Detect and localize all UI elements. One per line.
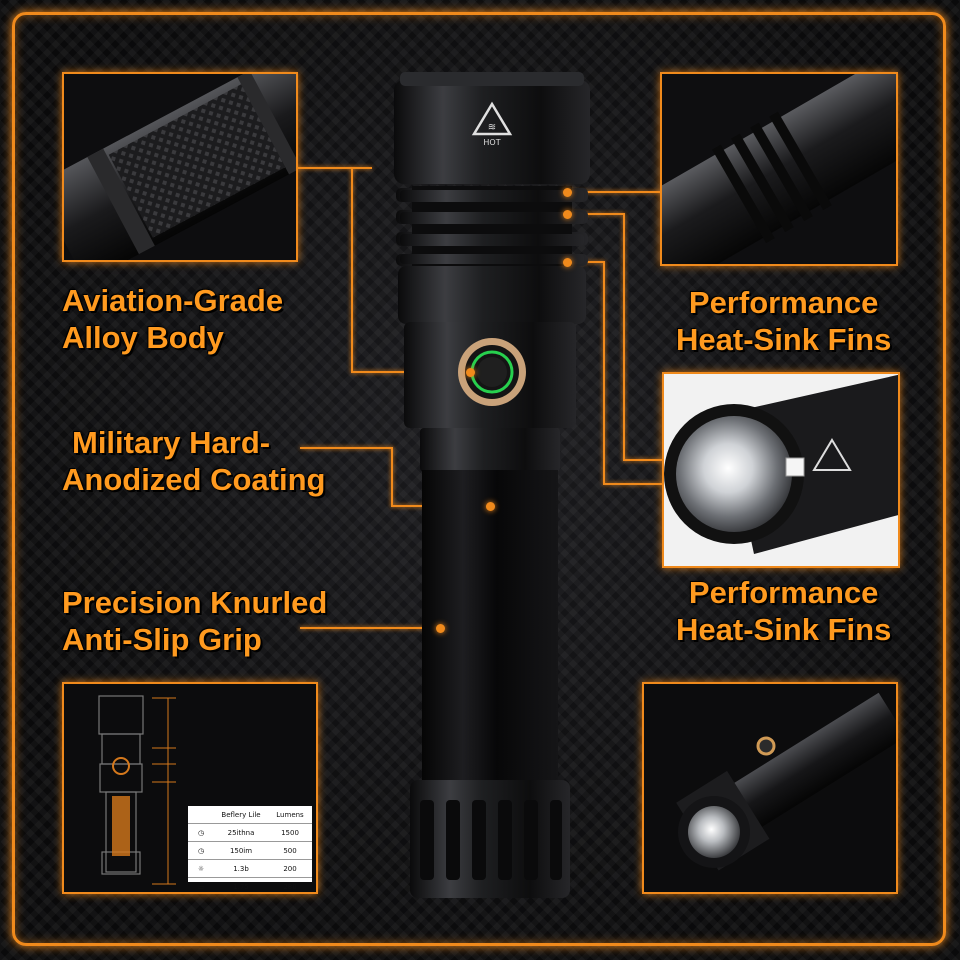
callout-dot-fins-3	[563, 258, 572, 267]
callout-dot-coating	[486, 502, 495, 511]
label-performance-bottom: Performance Heat-Sink Fins	[676, 574, 891, 648]
clock-icon: ◷	[197, 846, 205, 855]
clock-icon: ◷	[197, 828, 205, 837]
spec-table-row: ◷ 150im 500	[188, 841, 312, 859]
dimension-diagram	[98, 695, 176, 885]
spec-table-content: Beflery Lile Lumens ◷ 25ithna 1500 ◷ 150…	[188, 806, 312, 895]
label-precision-line1: Precision Knurled	[62, 585, 328, 620]
callout-dot-fins-2	[563, 210, 572, 219]
label-precision-grip: Precision Knurled Anti-Slip Grip	[62, 584, 327, 658]
spec-life-value: 1.75	[233, 882, 249, 891]
detail-panel-knurled-body	[62, 72, 298, 262]
spec-header-lumens: Lumens	[276, 810, 304, 819]
detail-panel-spec-diagram	[62, 682, 318, 894]
label-precision-line2: Anti-Slip Grip	[62, 622, 262, 657]
detail-panel-lens-head	[662, 372, 900, 568]
hot-warning-text: HOT	[483, 138, 501, 147]
detail-panel-angled-view	[642, 682, 898, 894]
angled-flashlight-image	[676, 692, 896, 871]
heat-sink-image	[662, 74, 896, 264]
label-aviation-line2: Alloy Body	[62, 320, 224, 355]
spec-table-row: ▭ 1.75 280	[188, 877, 312, 895]
spec-lumens-value: 280	[283, 882, 297, 891]
callout-dot-fins-1	[563, 188, 572, 197]
detail-panel-heat-sink	[660, 72, 898, 266]
callout-line-fins-mid	[568, 213, 664, 461]
lens-head-image	[664, 374, 898, 566]
svg-text:≋: ≋	[488, 122, 496, 133]
battery-icon: ▭	[197, 882, 205, 891]
spec-table	[188, 806, 312, 882]
label-aviation-line1: Aviation-Grade	[62, 283, 284, 318]
spec-life-value: 150im	[229, 846, 253, 855]
callout-dot-switch	[466, 368, 475, 377]
spec-header-life: Beflery Lile	[221, 810, 261, 819]
spec-life-value: 25ithna	[227, 828, 255, 837]
label-performance-top-line2: Heat-Sink Fins	[676, 322, 892, 357]
brightness-icon: ☼	[197, 864, 205, 873]
label-performance-bottom-line1: Performance	[688, 575, 879, 610]
knurled-body-image	[64, 74, 296, 260]
label-military-coating: Military Hard- Anodized Coating	[62, 424, 325, 498]
label-performance-bottom-line2: Heat-Sink Fins	[676, 612, 892, 647]
spec-lumens-value: 200	[283, 864, 297, 873]
spec-life-value: 1.3b	[233, 864, 249, 873]
spec-lumens-value: 1500	[281, 828, 299, 837]
label-military-line1: Military Hard-	[72, 425, 271, 460]
label-aviation-alloy: Aviation-Grade Alloy Body	[62, 282, 283, 356]
label-performance-top: Performance Heat-Sink Fins	[676, 284, 891, 358]
label-military-line2: Anodized Coating	[62, 462, 326, 497]
spec-table-header: Beflery Lile Lumens	[188, 806, 312, 823]
label-performance-top-line1: Performance	[688, 285, 879, 320]
callout-dot-grip	[436, 624, 445, 633]
spec-table-row: ◷ 25ithna 1500	[188, 823, 312, 841]
outer-frame	[12, 12, 946, 946]
spec-lumens-value: 500	[283, 846, 297, 855]
spec-table-row: ☼ 1.3b 200	[188, 859, 312, 877]
